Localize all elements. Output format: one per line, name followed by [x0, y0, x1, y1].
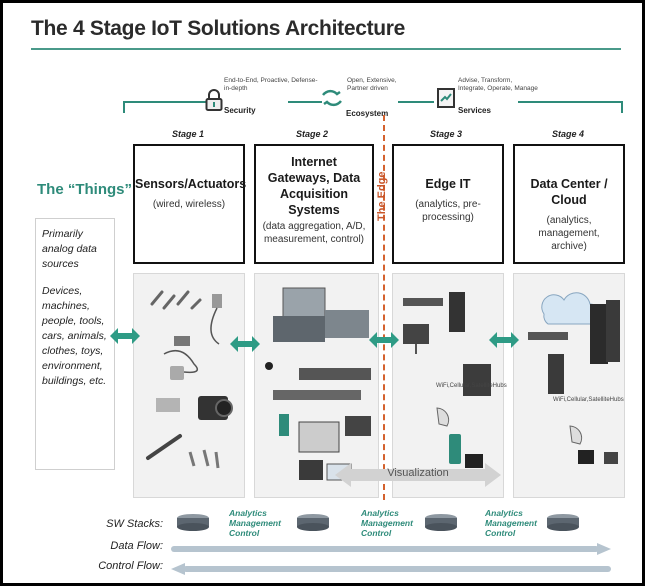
stage-4-image-panel — [513, 273, 625, 498]
visualization-arrow — [333, 461, 503, 494]
stage-4-box: Data Center / Cloud (analytics, manageme… — [513, 144, 625, 264]
stage-3-label: Stage 3 — [429, 129, 462, 139]
management-word: Management — [229, 518, 281, 528]
security-description: End-to-End, Proactive, Defense-in-depth — [224, 77, 318, 92]
security-label: Security — [224, 106, 256, 115]
stage-2-subtitle: (data aggregation, A/D, measurement, con… — [262, 221, 366, 245]
bidirectional-arrow-2 — [228, 333, 262, 360]
bidirectional-arrow-1 — [108, 325, 142, 352]
visualization-label: Visualization — [387, 467, 449, 479]
wifi-label-stage-3: WiFi,Cellular,SatelliteHubs — [436, 383, 507, 389]
services-bracket-tick-right — [621, 101, 623, 113]
handshake-icon — [321, 89, 343, 112]
stage-2-image-panel — [254, 273, 379, 498]
stage-1-label: Stage 1 — [171, 129, 204, 139]
analytics-word: Analytics — [229, 508, 267, 518]
stage-3-image-panel — [392, 273, 504, 498]
services-description: Advise, Transform, Integrate, Operate, M… — [458, 77, 538, 92]
control-flow-arrow — [171, 562, 611, 580]
things-box: Primarily analog data sources Devices, m… — [35, 218, 115, 470]
edge-divider — [383, 115, 385, 500]
things-title: The “Things” — [37, 181, 132, 198]
stage-1-box: Sensors/Actuators (wired, wireless) — [133, 144, 247, 264]
control-word: Control — [229, 528, 260, 538]
diagram-title: The 4 Stage IoT Solutions Architecture — [31, 17, 406, 40]
things-devices: Devices, machines, people, tools, cars, … — [42, 285, 107, 387]
sw-stack-disk-4 — [543, 513, 583, 536]
services-bracket-tick-left — [123, 101, 125, 113]
stage-4-label: Stage 4 — [551, 129, 584, 139]
sw-stacks-label: SW Stacks: — [106, 518, 163, 530]
bidirectional-arrow-3 — [367, 329, 401, 356]
title-underline — [31, 48, 621, 50]
control-word: Control — [485, 528, 516, 538]
analytics-text-3: Analytics Management Control — [485, 508, 537, 538]
edge-label: The Edge — [376, 171, 388, 221]
sw-stack-disk-2 — [293, 513, 333, 536]
analytics-word: Analytics — [485, 508, 523, 518]
services-bracket-mid1 — [288, 101, 322, 103]
control-word: Control — [361, 528, 392, 538]
stage-2-title: Internet Gateways, Data Acquisition Syst… — [267, 155, 361, 217]
stage-2-box: Internet Gateways, Data Acquisition Syst… — [254, 144, 374, 264]
document-icon — [436, 87, 456, 114]
stage-4-subtitle: (analytics, management, archive) — [538, 215, 600, 252]
stage-1-subtitle: (wired, wireless) — [152, 199, 226, 210]
stage-3-title: Edge IT — [425, 177, 471, 191]
stage-4-title: Data Center / Cloud — [530, 177, 608, 207]
bidirectional-arrow-4 — [487, 329, 521, 356]
services-bracket-mid2 — [398, 101, 434, 103]
lock-icon — [205, 89, 223, 116]
ecosystem-label: Ecosystem — [346, 109, 389, 118]
analytics-text-1: Analytics Management Control — [229, 508, 281, 538]
wifi-label-stage-4: WiFi,Cellular,SatelliteHubs — [553, 397, 624, 403]
stage-1-image-panel — [133, 273, 245, 498]
ecosystem-description: Open, Extensive, Partner driven — [347, 77, 397, 92]
services-bracket-left — [123, 101, 213, 103]
services-bracket-right — [518, 101, 623, 103]
analytics-word: Analytics — [361, 508, 399, 518]
sw-stack-disk-1 — [173, 513, 213, 536]
stage-1-title: Sensors/Actuators — [135, 177, 247, 191]
things-analog: Primarily analog data sources — [42, 228, 97, 270]
control-flow-label: Control Flow: — [98, 560, 163, 572]
management-word: Management — [485, 518, 537, 528]
data-flow-label: Data Flow: — [110, 540, 163, 552]
stage-2-label: Stage 2 — [295, 129, 328, 139]
sw-stack-disk-3 — [421, 513, 461, 536]
stage-3-subtitle: (analytics, pre-processing) — [415, 199, 481, 223]
analytics-text-2: Analytics Management Control — [361, 508, 413, 538]
services-label: Services — [458, 106, 491, 115]
stage-3-box: Edge IT (analytics, pre-processing) — [392, 144, 504, 264]
data-flow-arrow — [171, 542, 611, 560]
management-word: Management — [361, 518, 413, 528]
